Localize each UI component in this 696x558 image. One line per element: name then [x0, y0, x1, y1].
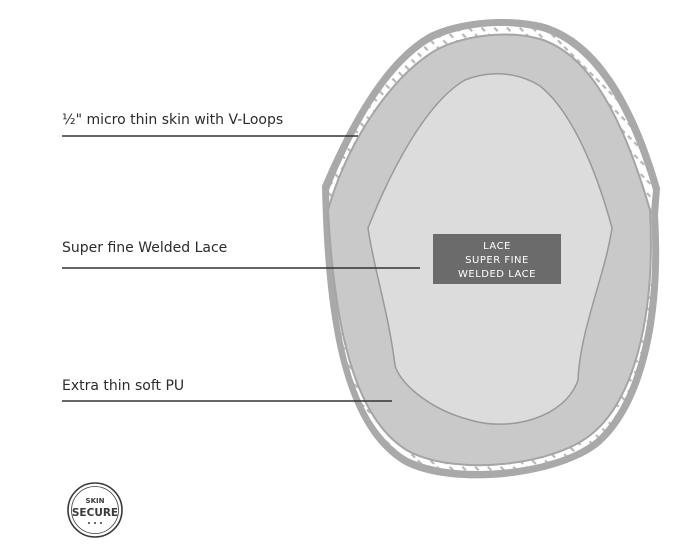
seal-main-text: SECURE [72, 507, 118, 519]
seal-outer-ring [67, 482, 123, 538]
callout-lace: Super fine Welded Lace [62, 240, 420, 269]
callout-skin: ½" micro thin skin with V-Loops [62, 112, 358, 137]
callout-lace-label: Super fine Welded Lace [62, 240, 227, 256]
callout-pu: Extra thin soft PU [62, 378, 392, 402]
badge-line-1: LACE [483, 241, 511, 252]
seal-dot [88, 522, 90, 524]
skin-secure-seal: SKIN SECURE [67, 482, 123, 538]
center-badge: LACE SUPER FINE WELDED LACE [433, 234, 561, 284]
seal-top-text: SKIN [86, 497, 105, 505]
center-badge-box [433, 234, 561, 284]
callout-skin-label: ½" micro thin skin with V-Loops [62, 112, 283, 128]
callout-pu-label: Extra thin soft PU [62, 378, 184, 394]
seal-inner-ring [71, 486, 119, 534]
badge-line-2: SUPER FINE [465, 255, 529, 266]
seal-dot [94, 522, 96, 524]
seal-dot [100, 522, 102, 524]
badge-line-3: WELDED LACE [458, 269, 536, 280]
